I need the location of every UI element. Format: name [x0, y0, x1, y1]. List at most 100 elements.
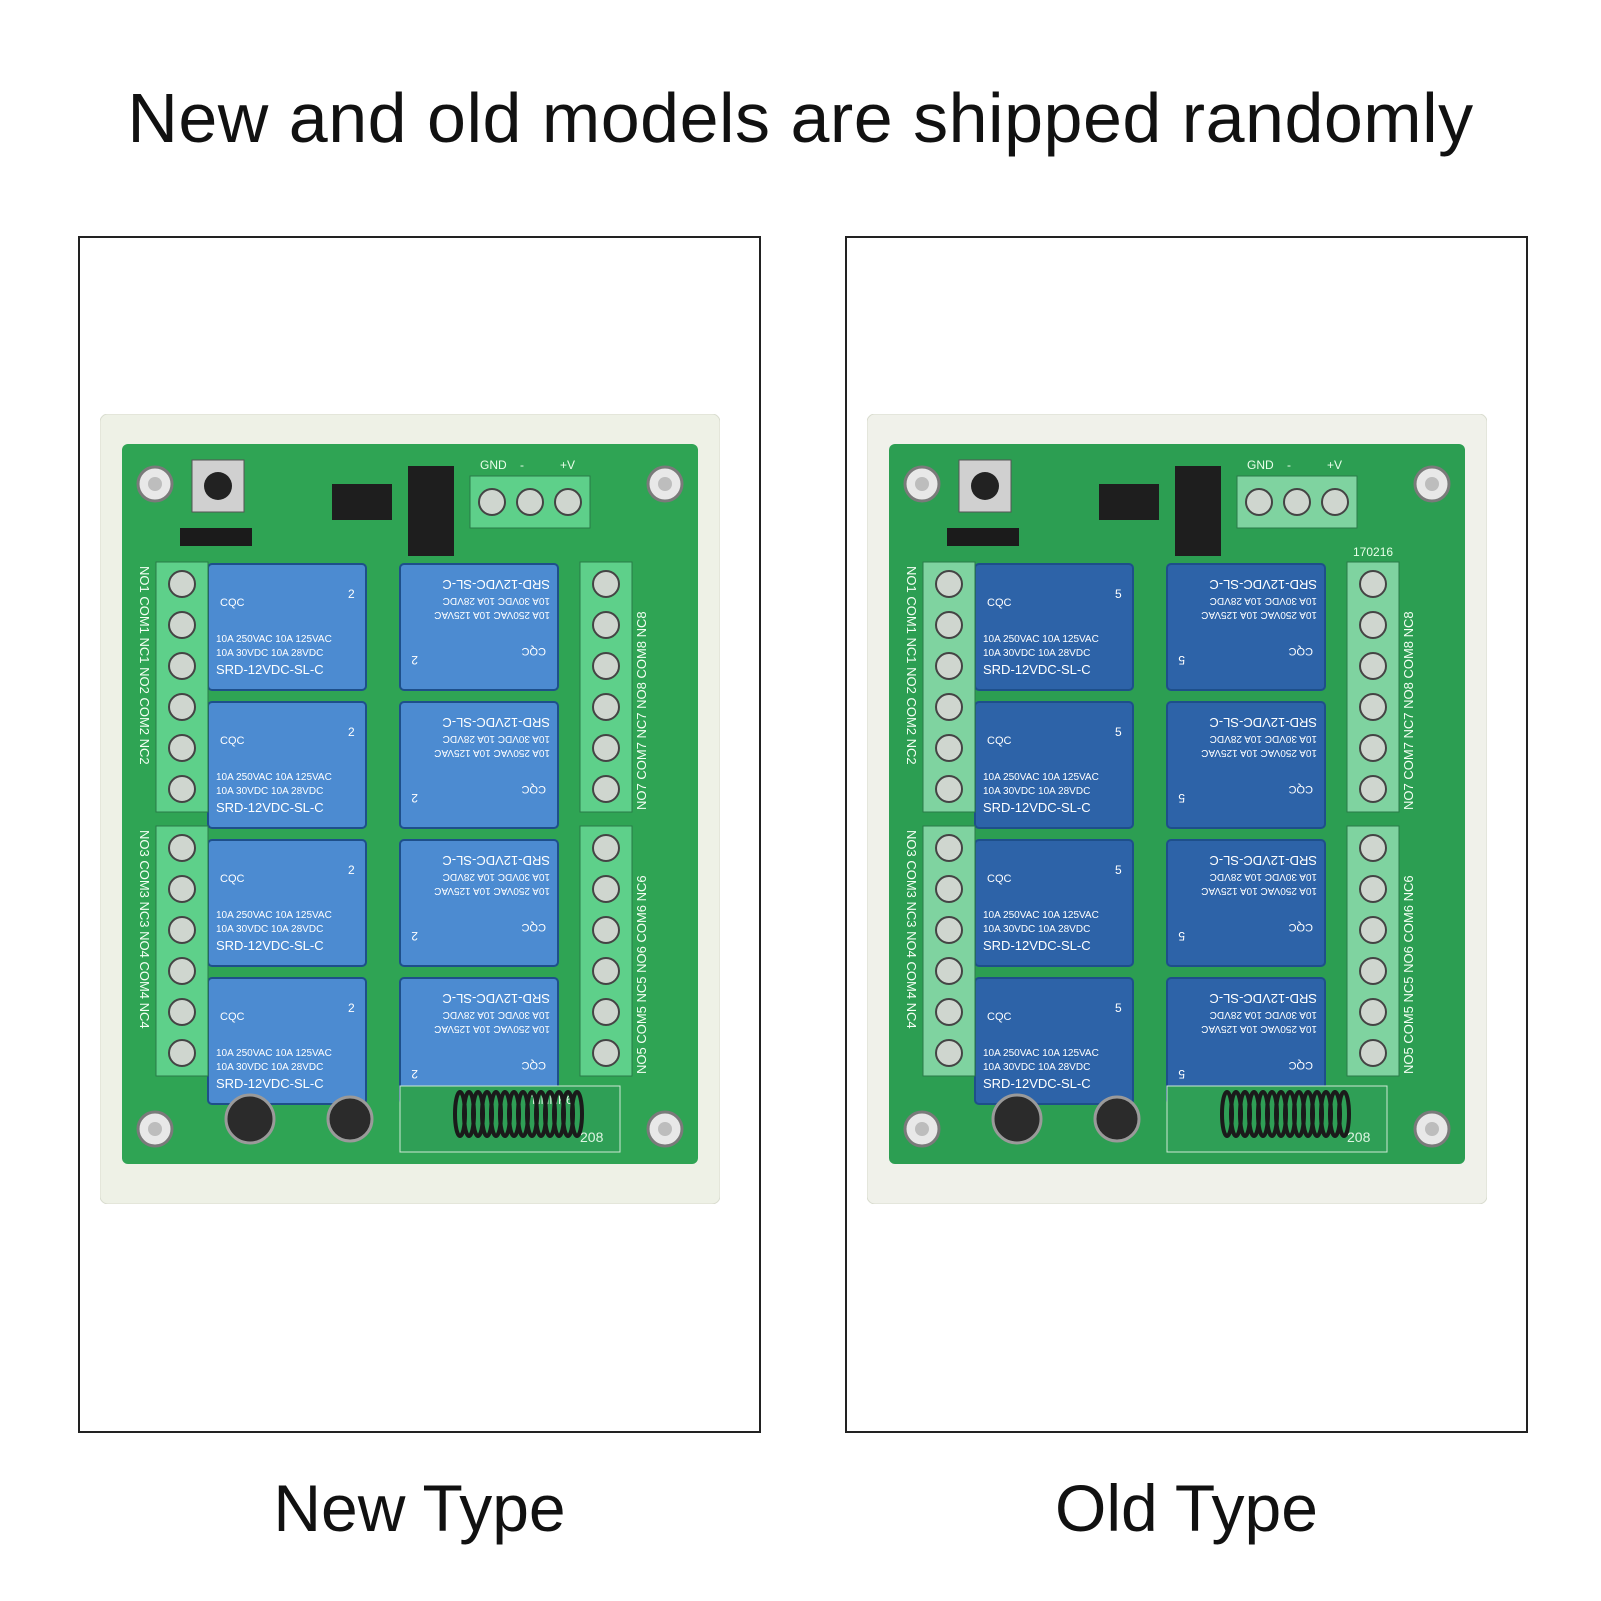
relay-rating: 10A 30VDC 10A 28VDC — [443, 1009, 550, 1020]
left-terminal-strip-bottom — [155, 825, 209, 1077]
relay-badge: CQC — [987, 735, 1012, 747]
right-terminal-strip-bottom — [1346, 825, 1400, 1077]
screw-head-icon — [658, 477, 672, 491]
terminal-screw-icon — [1359, 570, 1387, 598]
relay-body — [1166, 701, 1326, 829]
capacitor-icon — [991, 1093, 1043, 1145]
relay-model: SRD-12VDC-SL-C — [216, 800, 324, 815]
relay-array: CQC 5 10A 250VAC 10A 125VAC 10A 30VDC 10A 2… — [974, 563, 1326, 1105]
right-terminal-labels: NO5 COM5 NC5 NO6 COM6 NC6 — [634, 875, 649, 1074]
relay-model: SRD-12VDC-SL-C — [983, 800, 1091, 815]
terminal-screw-icon — [592, 998, 620, 1026]
terminal-screw-icon — [935, 957, 963, 985]
power-label: GND — [480, 458, 507, 472]
terminal-screw-icon — [1245, 488, 1273, 516]
terminal-screw-icon — [1359, 611, 1387, 639]
relay-rating: 10A 30VDC 10A 28VDC — [983, 648, 1090, 659]
relay-rating: 10A 30VDC 10A 28VDC — [216, 648, 323, 659]
right-terminal-labels: NO7 COM7 NC7 NO8 COM8 NC8 — [1401, 611, 1416, 810]
terminal-screw-icon — [168, 652, 196, 680]
terminal-screw-icon — [168, 916, 196, 944]
relay-badge: CQC — [220, 1011, 245, 1023]
relay-rating: 10A 30VDC 10A 28VDC — [1210, 595, 1317, 606]
relay-digit: 5 — [1115, 1001, 1122, 1015]
ic-chip — [1175, 466, 1221, 556]
relay-rating: 10A 30VDC 10A 28VDC — [983, 1062, 1090, 1073]
relay-face: CQC 2 10A 250VAC 10A 125VAC 10A 30VDC 10A 2… — [411, 853, 550, 943]
relay-rating: 10A 250VAC 10A 125VAC — [216, 634, 332, 645]
right-terminal-strip-top — [1346, 561, 1400, 813]
terminal-screw-icon — [168, 734, 196, 762]
relay-rating: 10A 250VAC 10A 125VAC — [216, 910, 332, 921]
relay-digit: 5 — [1115, 863, 1122, 877]
board-code: 208 — [1347, 1129, 1371, 1145]
terminal-screw-icon — [935, 652, 963, 680]
terminal-strip-body — [922, 825, 976, 1077]
relay-digit: 5 — [1115, 587, 1122, 601]
terminal-strip-body — [155, 825, 209, 1077]
terminal-screw-icon — [168, 611, 196, 639]
terminal-screw-icon — [592, 693, 620, 721]
relay-badge: CQC — [987, 597, 1012, 609]
antenna-coil-icon — [1220, 1090, 1351, 1138]
terminal-screw-icon — [935, 570, 963, 598]
relay-digit: 2 — [411, 929, 418, 943]
screw-head-icon — [148, 477, 162, 491]
capacitor-icon — [326, 1095, 374, 1143]
terminal-screw-icon — [592, 652, 620, 680]
relay-rating: 10A 250VAC 10A 125VAC — [983, 910, 1099, 921]
screw-head-icon — [1425, 1122, 1439, 1136]
relay-model: SRD-12VDC-SL-C — [442, 991, 550, 1006]
relay-model: SRD-12VDC-SL-C — [216, 662, 324, 677]
right-terminal-strip-top — [579, 561, 633, 813]
relay-rating: 10A 30VDC 10A 28VDC — [216, 786, 323, 797]
terminal-screw-icon — [1283, 488, 1311, 516]
relay-digit: 2 — [348, 863, 355, 877]
relay-digit: 2 — [348, 587, 355, 601]
relay-body — [1166, 563, 1326, 691]
relay-badge: CQC — [987, 1011, 1012, 1023]
relay-rating: 10A 250VAC 10A 125VAC — [434, 885, 550, 896]
terminal-screw-icon — [592, 916, 620, 944]
relay-badge: CQC — [1289, 1059, 1314, 1071]
relay-badge: CQC — [522, 921, 547, 933]
terminal-screw-icon — [168, 957, 196, 985]
terminal-screw-icon — [1359, 875, 1387, 903]
relay-badge: CQC — [987, 873, 1012, 885]
relay-rating: 10A 30VDC 10A 28VDC — [216, 924, 323, 935]
relay-rating: 10A 250VAC 10A 125VAC — [1201, 885, 1317, 896]
terminal-strip-body — [1346, 825, 1400, 1077]
left-terminal-labels: NO3 COM3 NC3 NO4 COM4 NC4 — [904, 830, 919, 1029]
relay-rating: 10A 30VDC 10A 28VDC — [443, 733, 550, 744]
power-label: +V — [560, 458, 575, 472]
terminal-screw-icon — [592, 775, 620, 803]
terminal-screw-icon — [1321, 488, 1349, 516]
relay-rating: 10A 30VDC 10A 28VDC — [443, 871, 550, 882]
relay-rating: 10A 250VAC 10A 125VAC — [434, 747, 550, 758]
power-label: GND — [1247, 458, 1274, 472]
left-terminal-strip-bottom — [922, 825, 976, 1077]
right-terminal-labels: NO5 COM5 NC5 NO6 COM6 NC6 — [1401, 875, 1416, 1074]
relay-model: SRD-12VDC-SL-C — [442, 853, 550, 868]
relay-digit: 2 — [411, 653, 418, 667]
terminal-screw-icon — [1359, 652, 1387, 680]
terminal-screw-icon — [935, 916, 963, 944]
relay-digit: 2 — [411, 791, 418, 805]
relay-digit: 2 — [348, 1001, 355, 1015]
